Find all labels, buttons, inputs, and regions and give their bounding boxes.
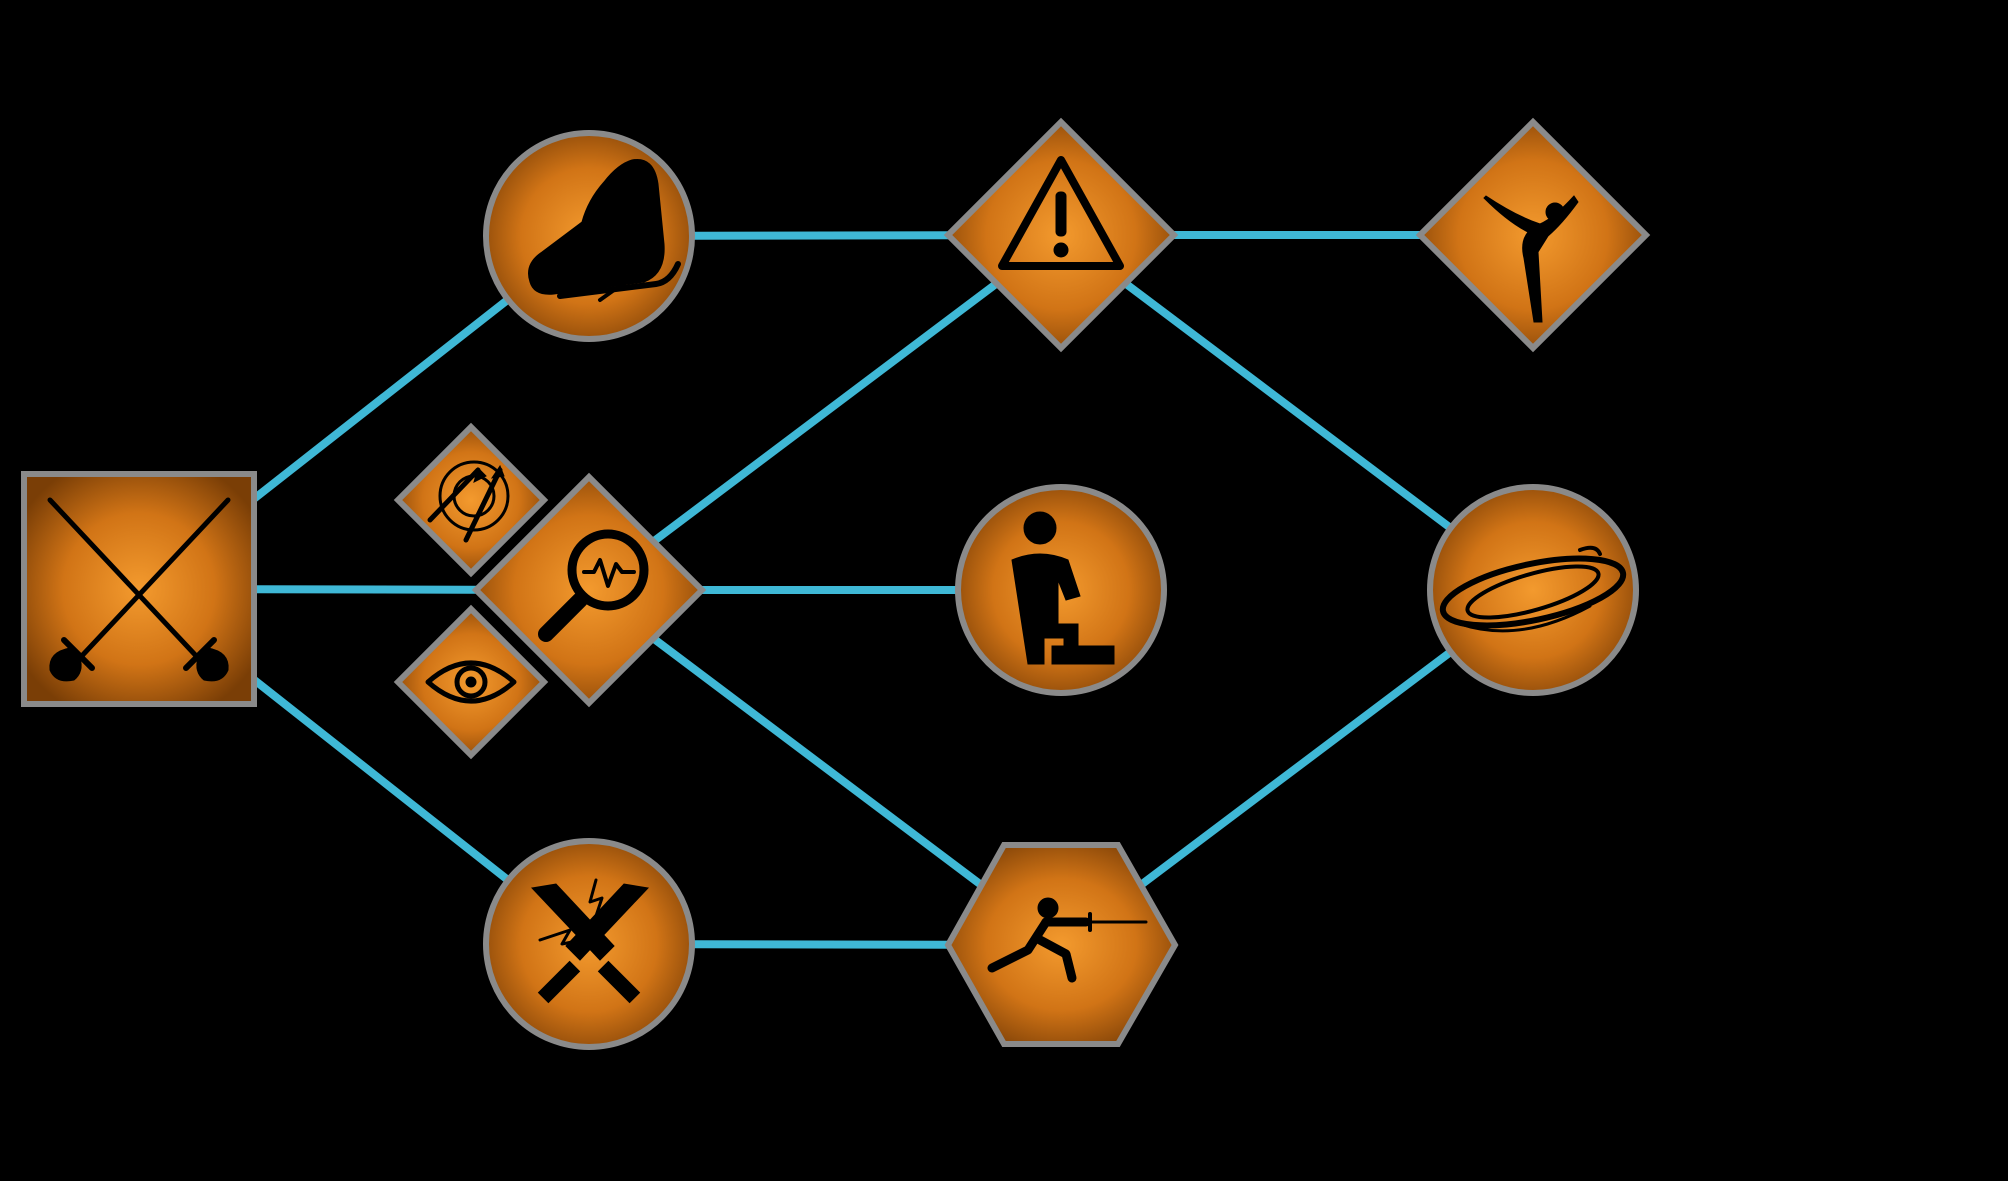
skill-node-whirl[interactable]	[1427, 484, 1639, 696]
connector-analyze-warning	[586, 231, 1064, 594]
fencer-lunge-icon	[987, 897, 1148, 983]
skill-node-precision[interactable]	[393, 422, 549, 578]
skill-node-root[interactable]	[21, 471, 257, 707]
running-shoe-icon	[528, 159, 681, 302]
skill-node-lunge[interactable]	[944, 842, 1179, 1047]
skill-connections	[136, 231, 1536, 949]
orbit-rings-icon	[1439, 545, 1627, 633]
skill-node-stance[interactable]	[955, 484, 1167, 696]
skill-node-warning[interactable]	[943, 117, 1179, 353]
magnifier-pulse-icon	[538, 529, 649, 642]
crossed-swords-icon	[47, 497, 231, 682]
eye-target-icon	[425, 660, 517, 704]
acrobat-figure-icon	[1483, 195, 1579, 323]
warning-triangle-icon	[998, 156, 1124, 270]
skill-node-perception[interactable]	[393, 604, 549, 760]
step-up-figure-icon	[1011, 511, 1115, 665]
skill-node-sprint[interactable]	[483, 130, 695, 342]
skill-node-bleed[interactable]	[483, 838, 695, 1050]
skill-node-analyze[interactable]	[471, 472, 707, 708]
skill-node-agility[interactable]	[1415, 117, 1651, 353]
broken-swords-icon	[530, 878, 650, 1004]
target-arrows-icon	[427, 460, 510, 543]
